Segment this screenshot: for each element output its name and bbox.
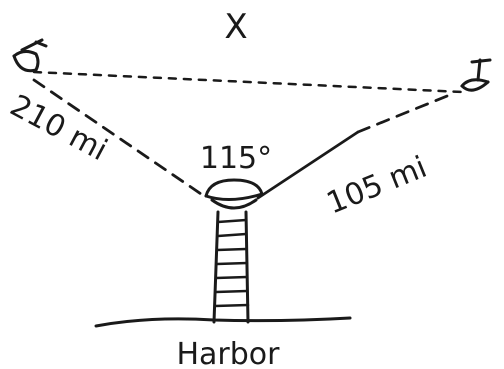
lighthouse-icon <box>204 178 264 324</box>
ground-line <box>94 316 352 328</box>
right-distance-label: 105 mi <box>322 150 432 222</box>
left-ship-icon <box>12 38 48 73</box>
angle-label: 115° <box>200 141 272 176</box>
right-course-line <box>256 130 360 200</box>
harbor-label: Harbor <box>176 337 280 369</box>
right-course-dashed-line <box>356 92 454 134</box>
left-distance-label: 210 mi <box>4 88 113 168</box>
distance-x-dashed-line <box>32 70 464 94</box>
unknown-distance-label: X <box>224 7 247 47</box>
left-course-dashed-line <box>32 78 206 198</box>
right-ship-icon <box>460 58 492 92</box>
